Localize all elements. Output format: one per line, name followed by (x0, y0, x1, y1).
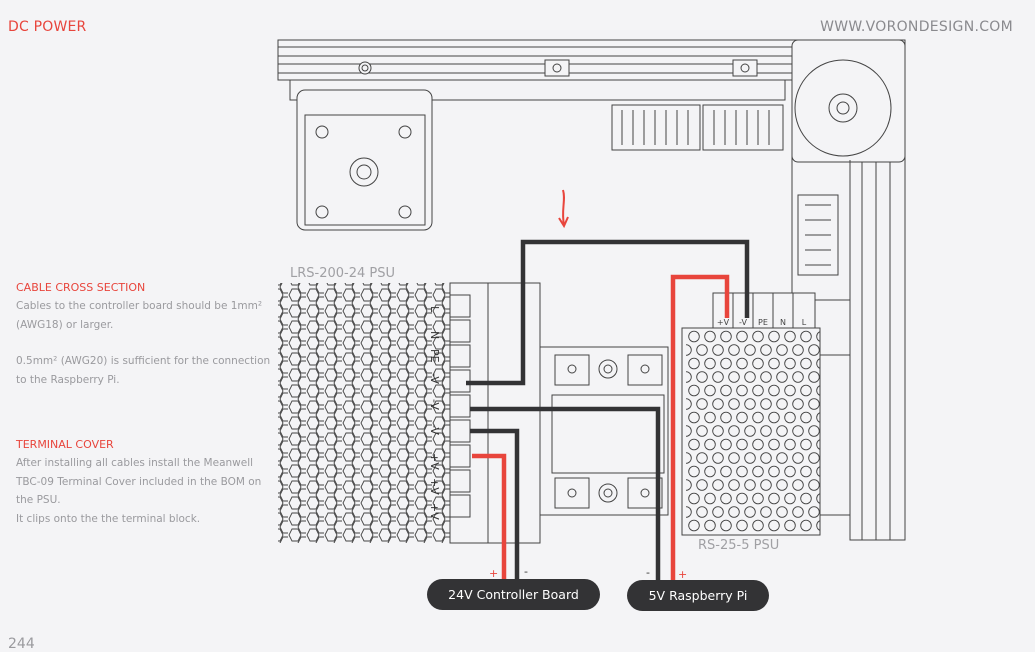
terminal-label: L (802, 318, 807, 327)
section-text: After installing all cables install the … (16, 457, 262, 507)
wire-black-negative-ssr (466, 239, 750, 386)
controller-board-label: 24V Controller Board (427, 579, 600, 610)
cable-cross-section: CABLE CROSS SECTION Cables to the contro… (16, 279, 274, 390)
section-text: Cables to the controller board should be… (16, 300, 263, 331)
plus-sign: + (489, 567, 498, 580)
terminal-label: PE (428, 349, 441, 363)
terminal-label: +V (428, 478, 441, 495)
raspberry-pi-label: 5V Raspberry Pi (627, 580, 769, 611)
section-text: It clips onto the the terminal block. (16, 513, 201, 526)
section-heading: TERMINAL COVER (16, 438, 114, 451)
wire-red-pi-positive (670, 274, 730, 582)
terminal-label: N (780, 318, 786, 327)
wire-red-controller-positive (472, 453, 507, 582)
wire-black-controller-negative (470, 428, 520, 582)
solid-state-relay (539, 346, 669, 516)
plus-sign: + (678, 568, 687, 581)
terminal-label: +V (428, 503, 441, 520)
website-link[interactable]: WWW.VORONDESIGN.COM (820, 19, 1013, 35)
minus-sign: - (646, 566, 650, 579)
terminal-label: +V (717, 318, 730, 327)
terminal-cover: TERMINAL COVER After installing all cabl… (16, 436, 274, 529)
xy-motor (296, 89, 433, 231)
minus-sign: - (524, 565, 528, 578)
terminal-label: PE (758, 318, 768, 327)
stepper-motor-corner (791, 39, 906, 301)
small-psu (681, 292, 821, 536)
section-heading: CABLE CROSS SECTION (16, 281, 146, 294)
terminal-label: L (428, 306, 441, 313)
terminal-label: -V (428, 373, 441, 384)
wire-black-pi-negative (470, 406, 661, 582)
small-psu-label: RS-25-5 PSU (698, 538, 779, 553)
page-number: 244 (8, 636, 35, 652)
terminal-label: +V (428, 453, 441, 470)
connector-blocks (611, 104, 839, 276)
section-text: 0.5mm² (AWG20) is sufficient for the con… (16, 355, 271, 387)
terminal-label: -V (739, 318, 747, 327)
page-title: DC POWER (8, 19, 87, 35)
terminal-label: -V (428, 399, 441, 410)
main-psu (278, 282, 541, 544)
terminal-label: -V (428, 424, 441, 435)
main-psu-label: LRS-200-24 PSU (290, 266, 395, 281)
terminal-label: N (428, 331, 441, 339)
red-arrow-icon (558, 189, 569, 229)
